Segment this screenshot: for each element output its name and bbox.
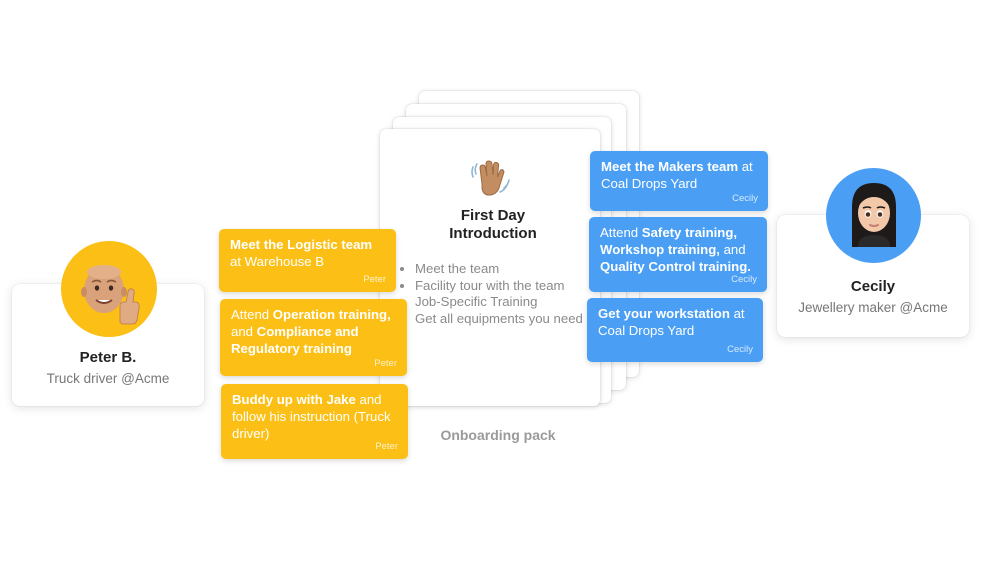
task-text-plain: and [719, 241, 746, 257]
task-author: Peter [374, 357, 397, 369]
avatar-peter [61, 241, 157, 337]
task-text: Attend Safety training, Workshop trainin… [600, 225, 751, 274]
task-text-plain: Attend [231, 307, 273, 322]
pack-item: Get all equipments you need [415, 311, 605, 328]
task-text-plain: and [231, 323, 257, 339]
profile-role: Truck driver @Acme [46, 371, 170, 386]
pack-title: First Day Introduction [380, 207, 606, 244]
task-card-peter-3[interactable]: Buddy up with Jake and follow his instru… [221, 384, 408, 459]
pack-item: Facility tour with the team [415, 278, 605, 295]
task-author: Cecily [727, 343, 753, 355]
task-text-bold: Meet the Logistic team [230, 237, 373, 252]
task-text-bold: Quality Control training. [600, 258, 751, 274]
pack-caption: Onboarding pack [440, 427, 556, 443]
pack-checklist: Meet the team Facility tour with the tea… [401, 261, 605, 327]
task-text-bold: Buddy up with Jake [232, 392, 356, 407]
pack-item: Meet the team [415, 261, 605, 278]
task-text-bold: Operation training, [272, 307, 391, 322]
task-card-peter-1[interactable]: Meet the Logistic team at Warehouse B Pe… [219, 229, 396, 292]
memoji-woman-icon [851, 182, 896, 247]
task-author: Cecily [731, 273, 757, 285]
task-card-cecily-1[interactable]: Meet the Makers team at Coal Drops Yard … [590, 151, 768, 211]
task-text-bold: Get your workstation [598, 306, 730, 321]
task-text: Get your workstation at Coal Drops Yard [598, 306, 745, 338]
task-text-plain: at Coal Drops Yard [598, 306, 745, 338]
task-text-bold: Compliance and Regulatory training [231, 323, 359, 356]
task-text: Meet the Makers team at Coal Drops Yard [601, 159, 753, 191]
task-author: Peter [363, 273, 386, 285]
pack-title-line-1: First Day [460, 207, 526, 224]
profile-role: Jewellery maker @Acme [798, 300, 948, 315]
pack-item: Job-Specific Training [415, 294, 605, 311]
profile-name: Cecily [850, 278, 896, 295]
task-author: Cecily [732, 192, 758, 204]
avatar-cecily [826, 168, 921, 263]
task-text-plain: at Warehouse B [230, 253, 325, 269]
task-text-bold: Meet the Makers team [601, 159, 739, 174]
waving-hand-icon [471, 160, 510, 196]
task-author: Peter [375, 440, 398, 452]
task-text-bold: Workshop training, [600, 241, 720, 257]
task-text-bold: Safety training, [641, 225, 738, 240]
task-card-cecily-2[interactable]: Attend Safety training, Workshop trainin… [589, 217, 767, 292]
task-text: Attend Operation training, and Complianc… [231, 307, 391, 356]
pack-title-line-2: Introduction [449, 225, 537, 243]
task-card-peter-2[interactable]: Attend Operation training, and Complianc… [220, 299, 407, 376]
profile-name: Peter B. [79, 349, 137, 366]
task-text-plain: Attend [600, 225, 642, 240]
task-text: Meet the Logistic team at Warehouse B [230, 237, 372, 269]
task-text: Buddy up with Jake and follow his instru… [232, 392, 391, 441]
memoji-man-thumbs-up-icon [81, 265, 140, 325]
task-text-plain: and follow his instruction (Truck driver… [232, 392, 391, 441]
task-card-cecily-3[interactable]: Get your workstation at Coal Drops Yard … [587, 298, 763, 362]
task-text-plain: at Coal Drops Yard [601, 159, 753, 191]
